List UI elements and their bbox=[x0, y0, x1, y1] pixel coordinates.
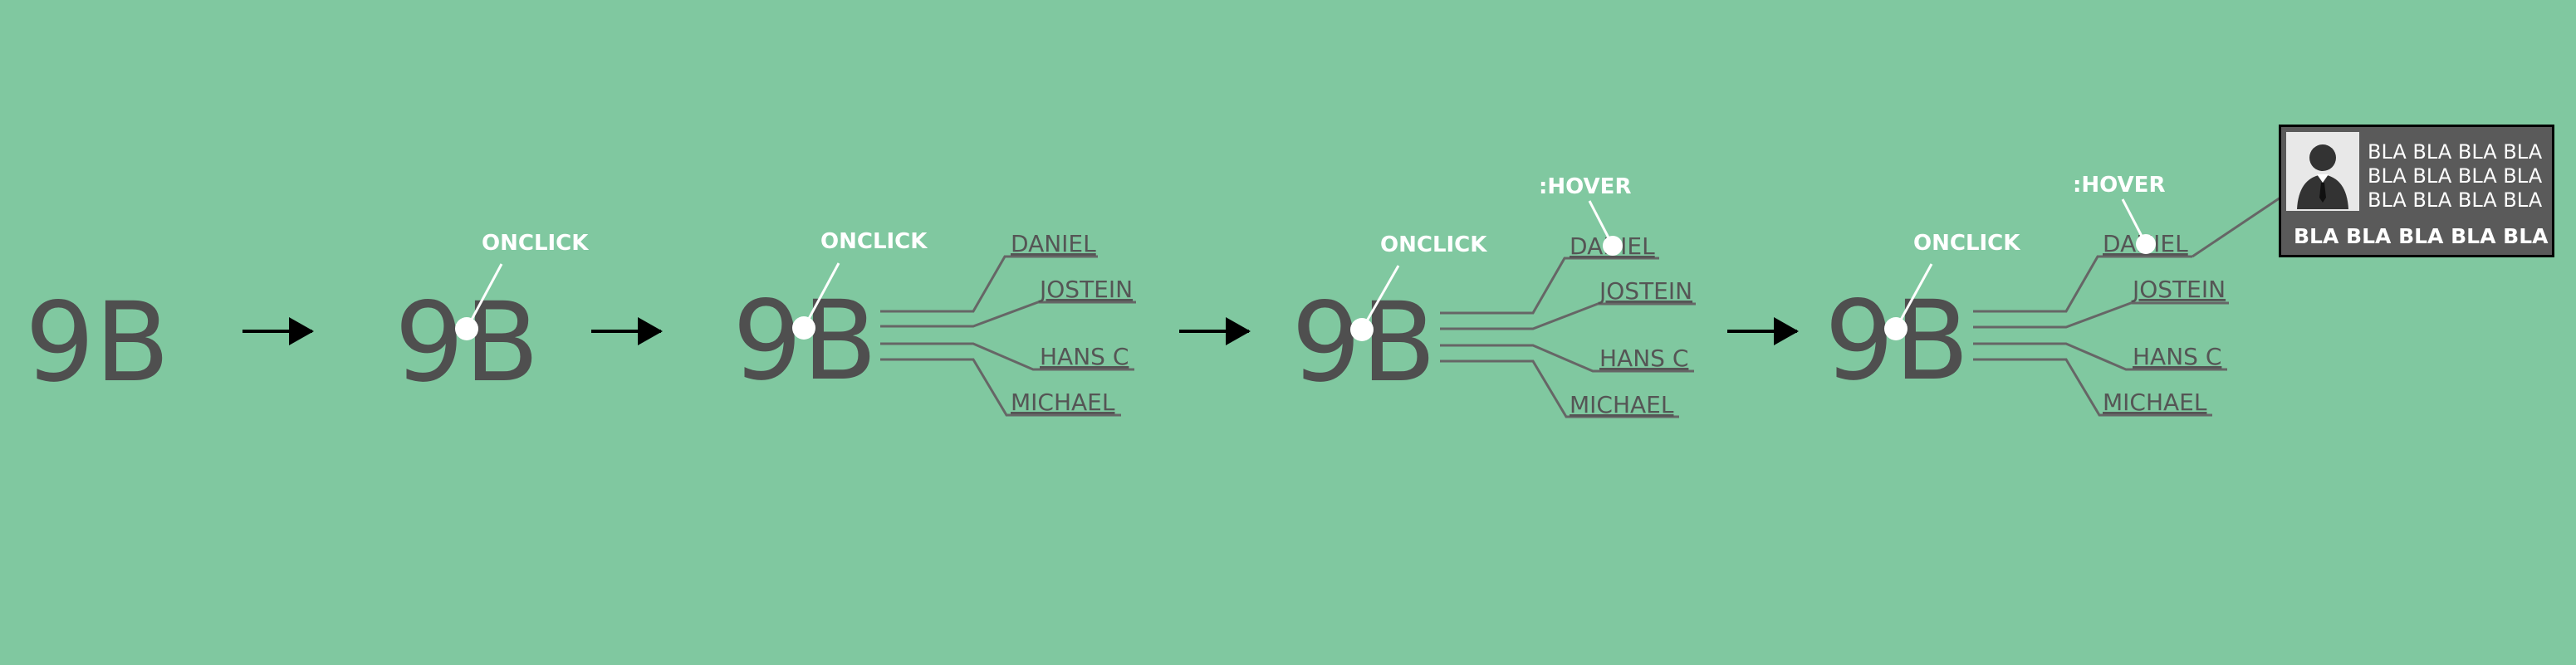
flow-arrowhead-3 bbox=[1226, 317, 1251, 345]
branch-line-jostein bbox=[1440, 302, 1696, 330]
event-pointer-line bbox=[1360, 265, 1400, 330]
click-marker-dot bbox=[455, 317, 478, 340]
name-link-michael[interactable]: MICHAEL bbox=[1570, 391, 1674, 418]
onclick-label: ONCLICK bbox=[1913, 231, 2020, 256]
branch-line-hans bbox=[1973, 342, 2227, 371]
branch-line-daniel bbox=[1440, 257, 1659, 315]
class-label[interactable]: 9B bbox=[394, 279, 540, 407]
branch-line-hans bbox=[880, 342, 1134, 371]
hover-marker-dot bbox=[1603, 236, 1623, 256]
branch-line-michael bbox=[880, 358, 1121, 417]
event-pointer-line bbox=[802, 262, 840, 329]
name-link-michael[interactable]: MICHAEL bbox=[1011, 389, 1115, 416]
class-label[interactable]: 9B bbox=[25, 279, 170, 407]
flow-arrowhead-1 bbox=[289, 317, 314, 345]
info-tooltip: BLA BLA BLA BLA BLA BLA BLA BLA BLA BLA … bbox=[2279, 125, 2554, 257]
click-marker-dot bbox=[792, 316, 815, 340]
branch-line-hans bbox=[1440, 344, 1694, 373]
onclick-label: ONCLICK bbox=[820, 229, 928, 254]
onclick-label: ONCLICK bbox=[1380, 232, 1487, 257]
flow-arrowhead-4 bbox=[1774, 317, 1799, 345]
name-link-jostein[interactable]: JOSTEIN bbox=[1598, 277, 1692, 305]
name-link-jostein[interactable]: JOSTEIN bbox=[1038, 276, 1133, 303]
tooltip-text-line-3: BLA BLA BLA BLA bbox=[2368, 188, 2543, 212]
flow-arrowhead-2 bbox=[638, 317, 663, 345]
tooltip-connector-line bbox=[2192, 196, 2281, 258]
person-silhouette-icon bbox=[2286, 132, 2359, 211]
step-5-tooltip: 9B ONCLICK DANIEL JOSTEIN HANS C MICHAEL… bbox=[1824, 125, 2554, 417]
step-2-onclick: 9B ONCLICK bbox=[394, 231, 589, 407]
branch-line-daniel bbox=[1973, 255, 2192, 313]
onclick-label: ONCLICK bbox=[482, 231, 589, 256]
step-3-expanded: 9B ONCLICK DANIEL JOSTEIN HANS C MICHAEL bbox=[732, 229, 1136, 417]
branch-line-michael bbox=[1440, 359, 1679, 418]
event-pointer-line bbox=[1894, 263, 1933, 330]
event-pointer-line bbox=[465, 263, 503, 330]
tooltip-footer-text: BLA BLA BLA BLA BLA bbox=[2294, 224, 2549, 248]
hover-label: :HOVER bbox=[1539, 174, 1631, 199]
class-label[interactable]: 9B bbox=[1291, 279, 1437, 407]
click-marker-dot bbox=[1884, 317, 1908, 340]
branch-line-daniel bbox=[880, 255, 1098, 313]
click-marker-dot bbox=[1350, 318, 1374, 341]
name-link-jostein[interactable]: JOSTEIN bbox=[2131, 276, 2226, 303]
class-label[interactable]: 9B bbox=[1824, 277, 1970, 405]
class-label[interactable]: 9B bbox=[732, 277, 878, 405]
branch-line-jostein bbox=[1973, 301, 2229, 329]
name-link-hans[interactable]: HANS C bbox=[2133, 343, 2221, 370]
step-1-initial: 9B bbox=[25, 279, 170, 407]
name-link-hans[interactable]: HANS C bbox=[1599, 345, 1688, 372]
name-link-hans[interactable]: HANS C bbox=[1040, 343, 1129, 370]
name-link-michael[interactable]: MICHAEL bbox=[2103, 389, 2207, 416]
branch-line-michael bbox=[1973, 358, 2212, 417]
tooltip-text-line-2: BLA BLA BLA BLA bbox=[2368, 164, 2543, 188]
branch-line-jostein bbox=[880, 301, 1136, 328]
name-link-daniel[interactable]: DANIEL bbox=[1011, 230, 1096, 257]
step-4-hover: 9B ONCLICK DANIEL JOSTEIN HANS C MICHAEL… bbox=[1291, 174, 1696, 418]
hover-label: :HOVER bbox=[2073, 173, 2165, 198]
hover-marker-dot bbox=[2136, 234, 2156, 254]
tooltip-text-line-1: BLA BLA BLA BLA bbox=[2368, 140, 2543, 164]
